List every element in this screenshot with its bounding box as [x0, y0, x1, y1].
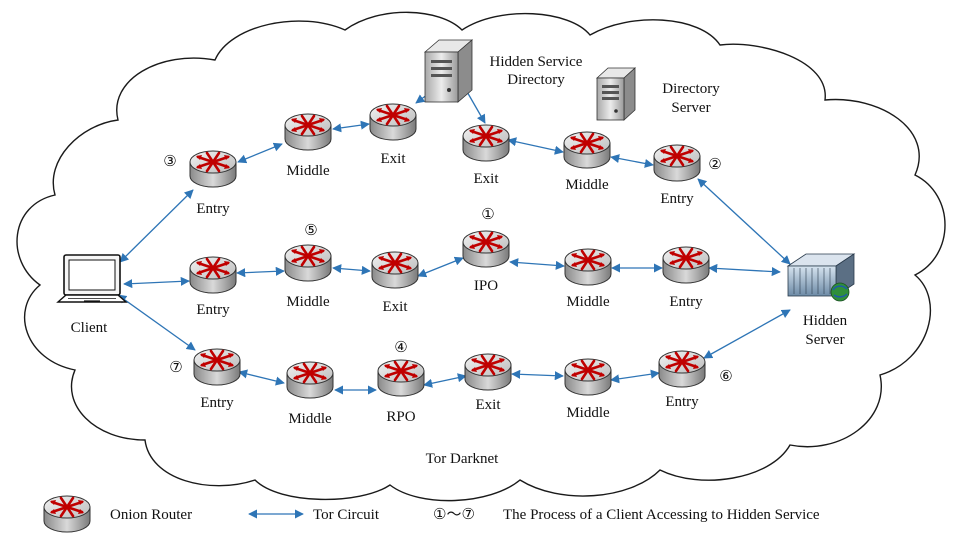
- router-label-r-middle-top-server: Middle: [565, 177, 609, 193]
- cloud-label: Tor Darknet: [426, 451, 500, 467]
- tor-circuit-arrow: [509, 258, 565, 270]
- directory-server-label-line2: Server: [671, 100, 710, 116]
- router-label-r-middle-mid-client: Middle: [286, 294, 330, 310]
- router-label-r-entry-mid-server: Entry: [669, 294, 703, 310]
- router-label-r-ipo: IPO: [474, 278, 498, 294]
- tor-circuit-arrow: [697, 178, 791, 265]
- tor-circuit-arrow: [238, 369, 285, 386]
- hidden-server-label-line1: Hidden: [803, 313, 848, 329]
- hidden-service-directory-label-line1: Hidden Service: [490, 54, 583, 70]
- tor-circuit-arrow: [507, 137, 564, 155]
- hidden-server-label-line2: Server: [805, 332, 844, 348]
- onion-router-icon: [463, 352, 513, 392]
- step-2-marker: ②: [708, 155, 721, 173]
- step-1-marker: ①: [481, 205, 494, 223]
- onion-router-icon: [461, 229, 511, 269]
- onion-router-icon: [661, 245, 711, 285]
- onion-router-icon: [188, 149, 238, 189]
- onion-router-icon: [188, 255, 238, 295]
- legend-onion-router-icon: [42, 494, 92, 534]
- onion-router-icon: [563, 357, 613, 397]
- onion-router-icon: [283, 112, 333, 152]
- hidden-service-directory-icon: [423, 39, 474, 103]
- router-label-r-middle-bot-server: Middle: [566, 405, 610, 421]
- legend-process-range: ①～⑦: [433, 505, 475, 523]
- router-label-r-entry-top-server: Entry: [660, 191, 694, 207]
- onion-router-icon: [657, 349, 707, 389]
- router-label-r-entry-bot-client: Entry: [200, 395, 234, 411]
- onion-router-icon: [285, 360, 335, 400]
- tor-circuit-arrow: [703, 309, 791, 359]
- router-label-r-middle-bot-client: Middle: [288, 411, 332, 427]
- tor-circuit-arrow: [417, 256, 464, 278]
- directory-server-icon: [595, 67, 637, 121]
- onion-router-icon: [192, 347, 242, 387]
- router-label-r-entry-top-client: Entry: [196, 201, 230, 217]
- router-label-r-exit-top-client: Exit: [381, 151, 407, 167]
- tor-circuit-arrow: [123, 276, 190, 289]
- tor-circuit-arrow: [332, 264, 371, 275]
- tor-circuit-arrow: [610, 369, 660, 384]
- tor-circuit-arrow: [423, 373, 467, 388]
- router-label-r-middle-top-client: Middle: [286, 163, 330, 179]
- directory-server-label-line1: Directory: [662, 81, 720, 97]
- onion-router-icon: [563, 247, 613, 287]
- router-label-r-rpo: RPO: [386, 409, 415, 425]
- router-label-r-entry-mid-client: Entry: [196, 302, 230, 318]
- tor-circuit-arrow: [236, 266, 285, 278]
- step-5-marker: ⑤: [304, 221, 317, 239]
- onion-router-icon: [562, 130, 612, 170]
- client-label: Client: [71, 320, 108, 336]
- router-label-r-exit-bot: Exit: [476, 397, 502, 413]
- onion-router-icon: [283, 243, 333, 283]
- tor-circuit-arrow: [332, 120, 370, 133]
- tor-circuit-arrow: [708, 263, 781, 277]
- router-label-r-exit-top-server: Exit: [474, 171, 500, 187]
- onion-router-icon: [376, 358, 426, 398]
- client-laptop-icon: [56, 254, 128, 303]
- tor-circuit-arrow: [610, 154, 654, 168]
- tor-circuit-arrow: [237, 142, 283, 164]
- step-3-marker: ③: [163, 152, 176, 170]
- step-4-marker: ④: [394, 338, 407, 356]
- tor-circuit-arrow: [511, 369, 564, 381]
- hidden-service-directory-label-line2: Directory: [507, 72, 565, 88]
- onion-router-icon: [370, 250, 420, 290]
- legend-onion-router-label: Onion Router: [110, 507, 192, 523]
- step-7-marker: ⑦: [169, 358, 182, 376]
- tor-circuit-arrow: [119, 189, 194, 263]
- legend-tor-circuit-label: Tor Circuit: [313, 507, 380, 523]
- onion-router-icon: [461, 123, 511, 163]
- legend: Onion Router Tor Circuit ①～⑦ The Process…: [42, 494, 820, 534]
- onion-router-icon: [652, 143, 702, 183]
- tor-darknet-cloud: [16, 11, 946, 502]
- hidden-server-icon: [786, 253, 856, 302]
- router-label-r-middle-mid-server: Middle: [566, 294, 610, 310]
- step-6-marker: ⑥: [719, 367, 732, 385]
- tor-circuit-arrow: [117, 294, 196, 351]
- onion-router-icon: [368, 102, 418, 142]
- legend-process-text: The Process of a Client Accessing to Hid…: [503, 507, 820, 523]
- router-label-r-exit-mid-client: Exit: [383, 299, 409, 315]
- router-label-r-entry-bot-server: Entry: [665, 394, 699, 410]
